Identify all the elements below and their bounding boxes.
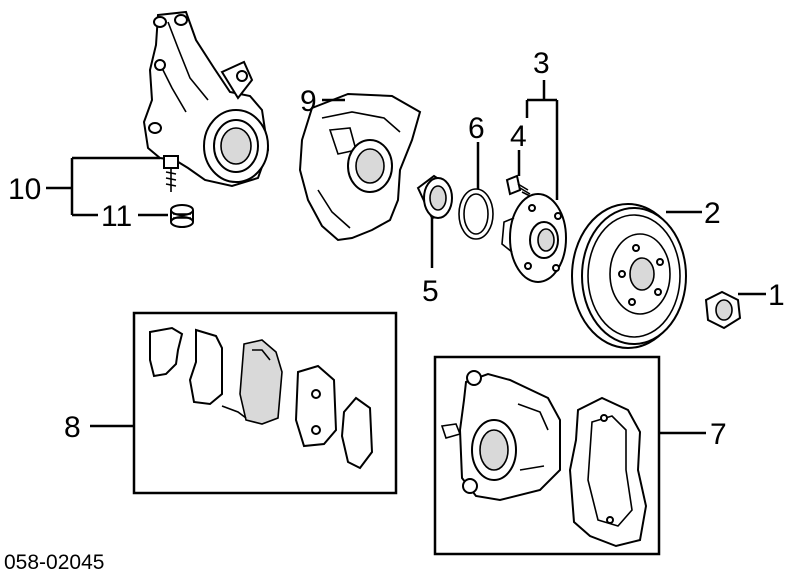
brake-pads-box (132, 311, 398, 495)
caliper-bracket (568, 396, 648, 548)
hub-nut (704, 290, 742, 330)
brake-caliper (440, 370, 561, 502)
diagram-code: 058-02045 (4, 551, 104, 574)
brake-rotor (571, 203, 687, 349)
brake-pad-shim-set (149, 326, 374, 470)
castle-nut (170, 204, 194, 228)
callout-4: 4 (510, 120, 527, 153)
callout-1: 1 (768, 279, 785, 312)
splash-shield (298, 92, 422, 242)
callout-3: 3 (533, 47, 550, 80)
callout-9: 9 (300, 85, 317, 118)
caliper-box (433, 355, 661, 556)
wheel-hub (501, 193, 567, 283)
steering-knuckle (142, 10, 270, 192)
wheel-bearing (416, 174, 453, 220)
wheel-stud (505, 174, 531, 197)
leader-lines (46, 80, 766, 435)
callout-11: 11 (101, 200, 132, 233)
callout-7: 7 (710, 418, 727, 451)
callout-5: 5 (422, 275, 439, 308)
callout-10: 10 (8, 173, 41, 206)
snap-ring (458, 188, 494, 240)
callout-6: 6 (468, 112, 485, 145)
callout-2: 2 (704, 197, 721, 230)
callout-labels: 1 2 3 4 5 6 7 8 9 10 11 (8, 47, 785, 451)
callout-8: 8 (64, 411, 81, 444)
